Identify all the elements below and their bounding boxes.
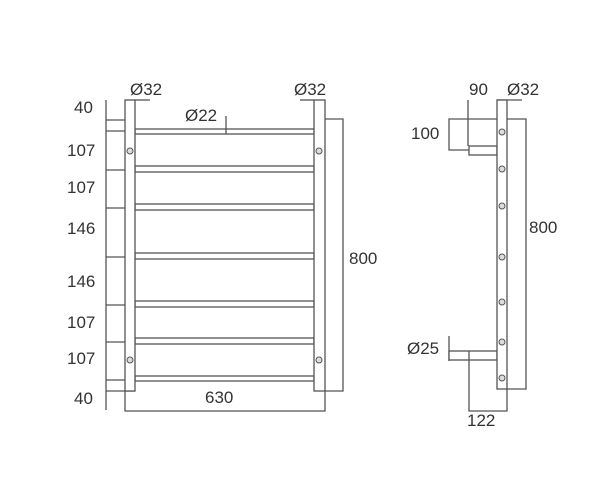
screw-icon xyxy=(498,165,506,173)
spacing-label: 146 xyxy=(67,272,95,291)
height-label: 800 xyxy=(349,249,377,268)
rail-bars xyxy=(134,128,315,382)
spacing-label: 107 xyxy=(67,178,95,197)
right-post xyxy=(313,99,326,392)
screw-icon xyxy=(498,374,506,382)
screw-icon xyxy=(498,253,506,261)
depth-dimension xyxy=(468,351,508,412)
side-view: 90 Ø32 100 800 Ø25 122 xyxy=(407,80,557,430)
screw-icon xyxy=(498,128,506,136)
side-height-label: 800 xyxy=(529,218,557,237)
screw-icon xyxy=(498,338,506,346)
top-bracket xyxy=(468,145,498,156)
bar-diameter: Ø22 xyxy=(185,106,217,125)
spacing-label: 107 xyxy=(67,349,95,368)
screw-icon xyxy=(315,356,323,364)
width-dimension xyxy=(124,391,326,412)
bottom-bracket xyxy=(448,350,498,361)
spacing-label: 40 xyxy=(74,98,93,117)
spacing-label: 107 xyxy=(67,141,95,160)
spacing-label: 40 xyxy=(74,389,93,408)
side-height-dimension xyxy=(507,118,527,390)
bracket-diameter-label: Ø25 xyxy=(407,339,439,358)
screw-icon xyxy=(126,147,134,155)
side-post-diameter: Ø32 xyxy=(507,80,539,99)
bracket-height-label: 100 xyxy=(411,124,439,143)
spacing-label: 107 xyxy=(67,313,95,332)
depth-label: 122 xyxy=(467,411,495,430)
post-diameter-left: Ø32 xyxy=(130,80,162,99)
width-label: 630 xyxy=(205,388,233,407)
projection-label: 90 xyxy=(469,80,488,99)
screw-icon xyxy=(498,202,506,210)
screw-icon xyxy=(315,147,323,155)
height-dimension xyxy=(325,118,344,392)
screw-icon xyxy=(498,298,506,306)
spacing-label: 146 xyxy=(67,219,95,238)
post-diameter-right: Ø32 xyxy=(294,80,326,99)
screw-icon xyxy=(126,356,134,364)
side-post xyxy=(496,99,508,390)
front-view: Ø32 Ø32 Ø22 40 107 107 146 146 107 107 4… xyxy=(67,80,377,412)
left-post xyxy=(124,99,136,392)
